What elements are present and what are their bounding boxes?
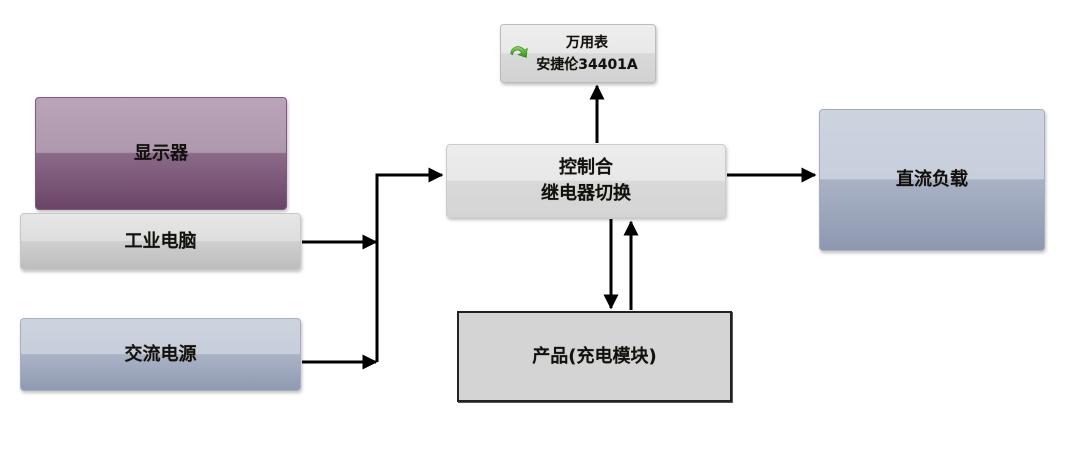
ac-power-node[interactable]: 交流电源 (20, 318, 301, 391)
monitor-node[interactable]: 显示器 (35, 97, 287, 210)
multimeter-label-line1: 万用表 (566, 34, 608, 51)
industrial-pc-label: 工业电脑 (124, 230, 197, 252)
product-charging-module-node[interactable]: 产品(充电模块) (457, 311, 732, 402)
product-label: 产品(充电模块) (532, 345, 657, 367)
edge-junction-bus (375, 167, 444, 362)
multimeter-label-line2: 安捷伦34401A (536, 56, 638, 73)
dc-load-node[interactable]: 直流负载 (819, 109, 1045, 251)
green-curved-arrow-icon (510, 46, 528, 58)
industrial-pc-node[interactable]: 工业电脑 (20, 213, 301, 270)
controller-label-line2: 继电器切换 (541, 183, 631, 204)
dc-load-label: 直流负载 (896, 169, 968, 190)
monitor-label: 显示器 (134, 142, 188, 164)
multimeter-node[interactable]: 万用表 安捷伦34401A (500, 24, 656, 83)
controller-label-line1: 控制合 (559, 157, 613, 178)
controller-relay-node[interactable]: 控制合 继电器切换 (446, 144, 726, 218)
ac-power-label: 交流电源 (124, 343, 197, 365)
